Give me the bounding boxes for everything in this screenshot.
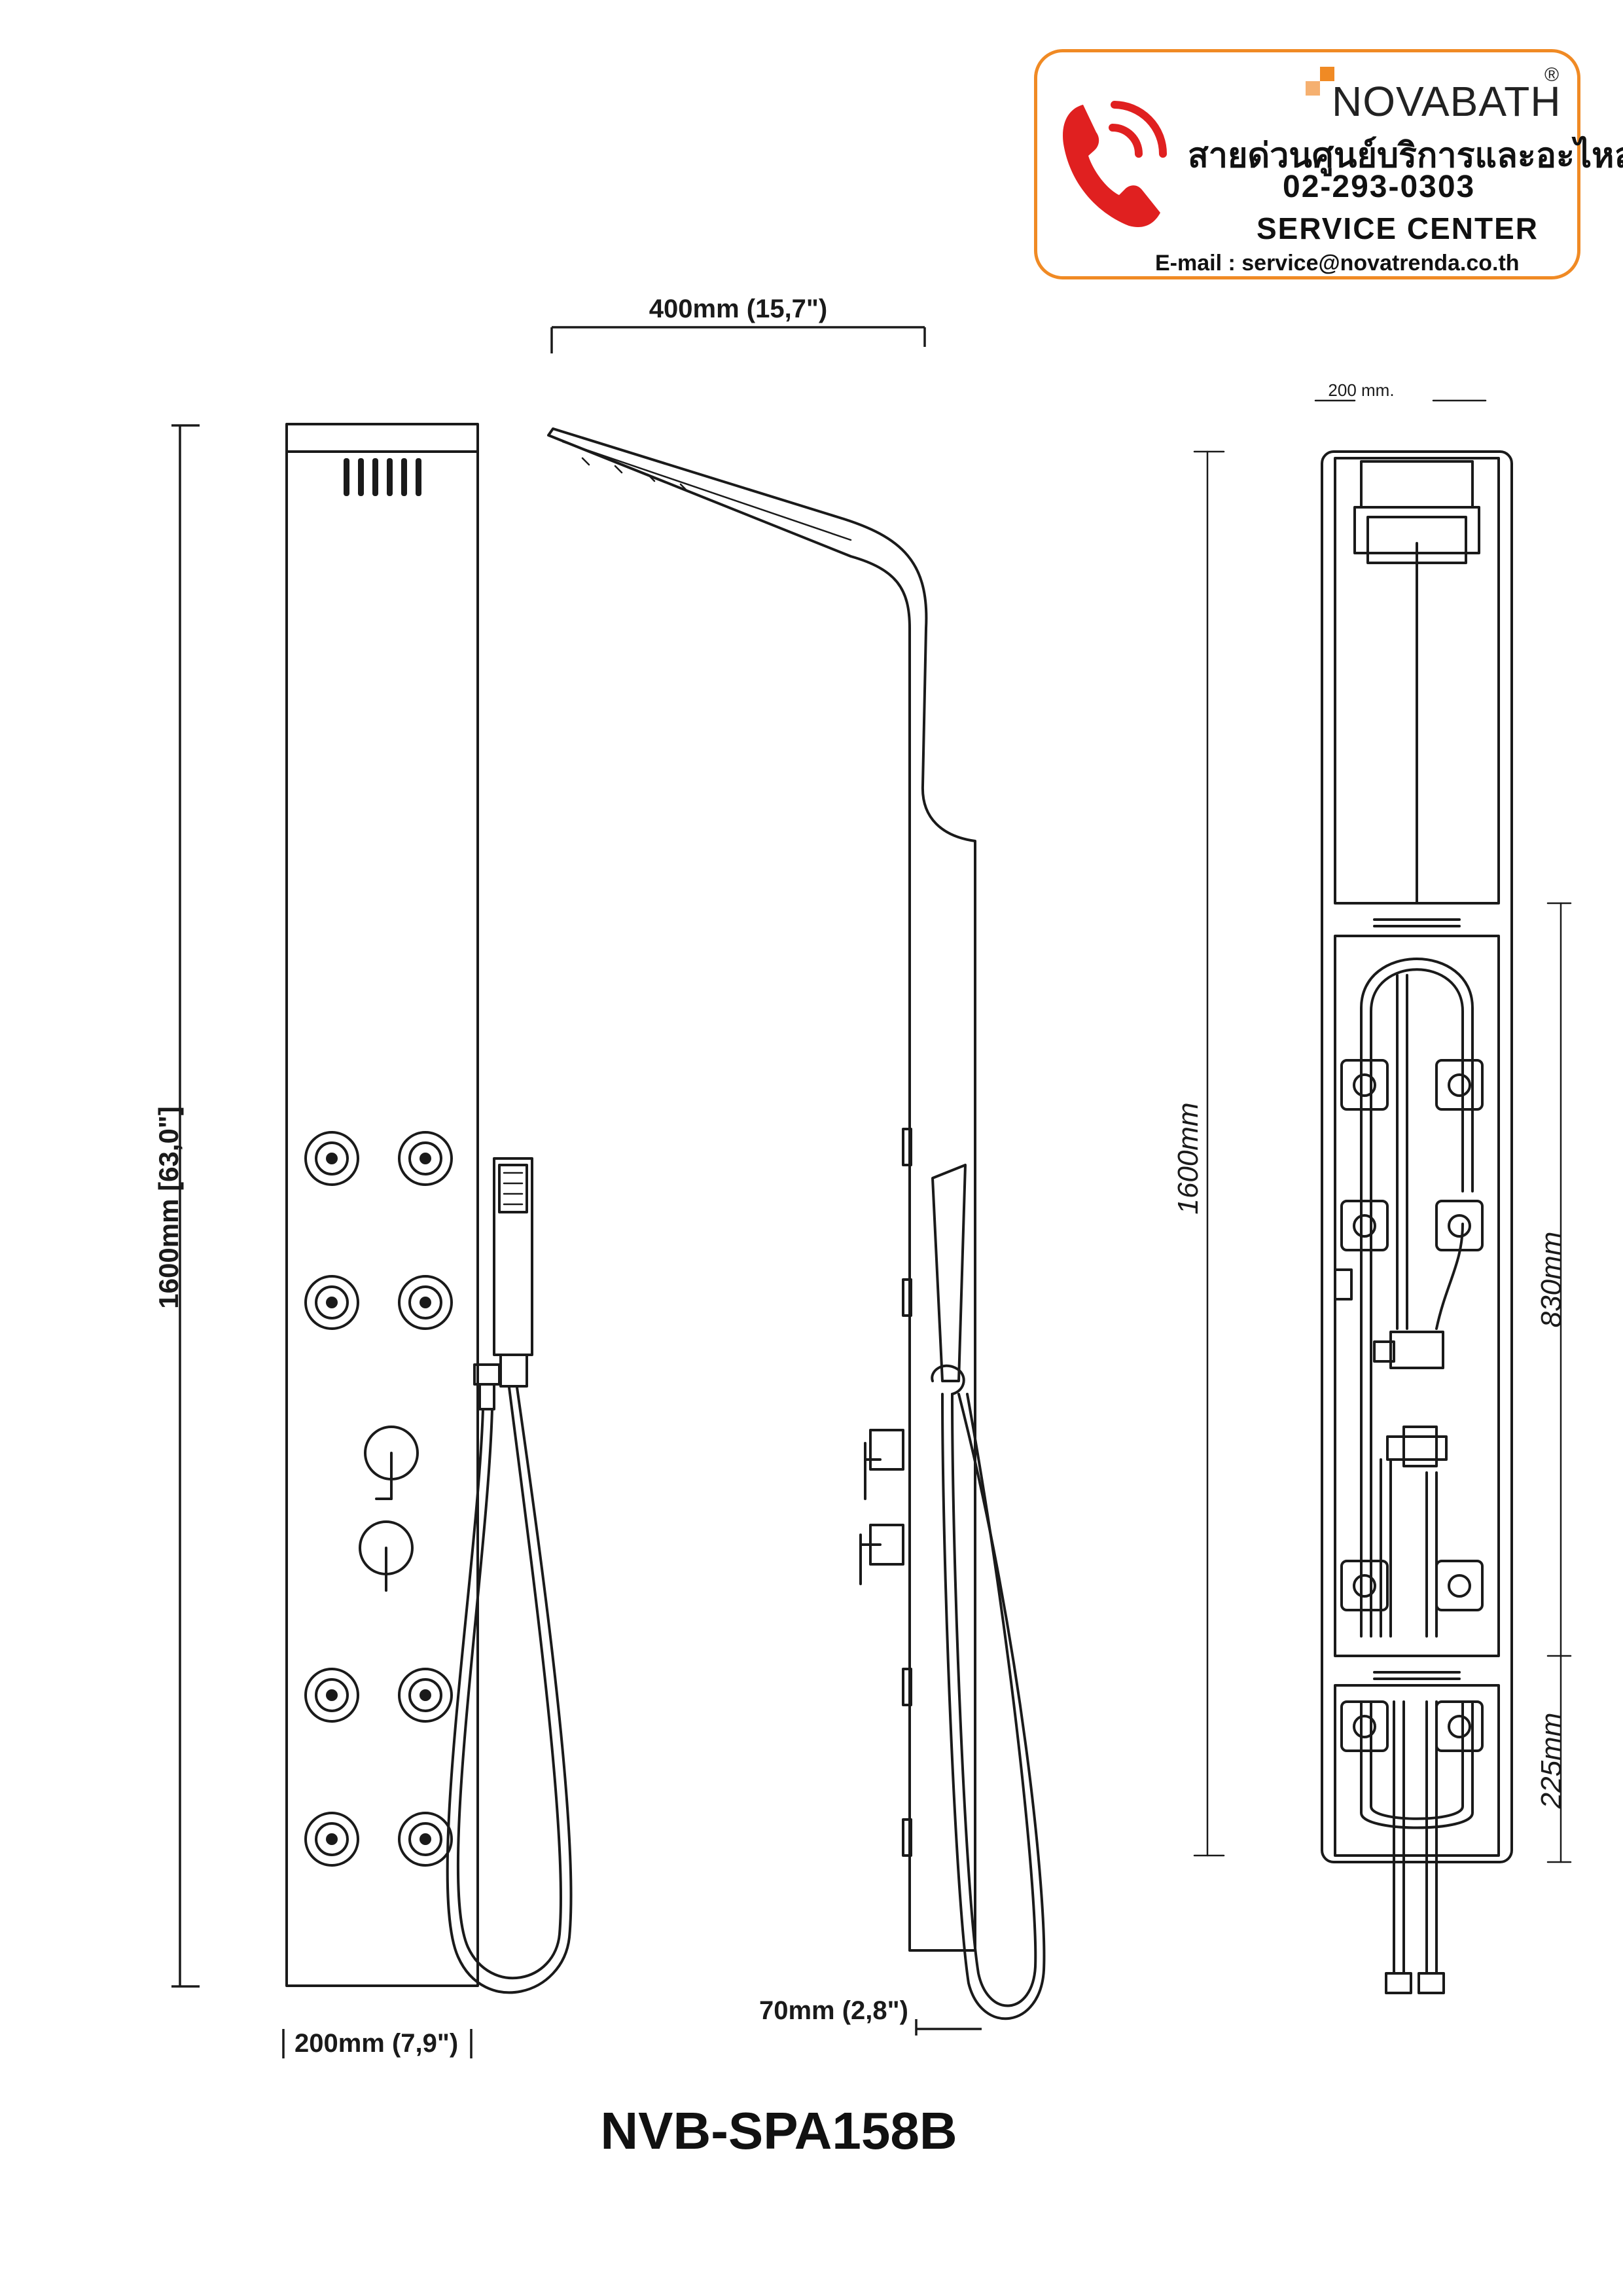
brand-mark-icon — [1306, 81, 1320, 96]
brand-name: NOVABATH — [1332, 78, 1561, 125]
model-number: NVB-SPA158B — [600, 2102, 957, 2160]
side-view: 400mm (15,7") 70mm (2,8") — [547, 295, 1046, 2036]
front-height-label: 1600mm [63,0"] — [153, 1106, 184, 1308]
email-address: E-mail : service@novatrenda.co.th — [1155, 251, 1520, 276]
rear-view: 200 mm. 1600mm 830mm 225mm — [1172, 380, 1572, 1994]
front-view: 1600mm [63,0"] — [153, 423, 573, 2058]
side-valve-icon — [859, 1429, 904, 1585]
registered-mark: ® — [1544, 64, 1560, 86]
middle-section-label: 830mm — [1535, 1232, 1567, 1328]
body-jet-icon — [304, 1131, 453, 1867]
rear-width-label: 200 mm. — [1328, 380, 1394, 400]
phone-ringing-icon — [1063, 101, 1167, 228]
bottom-section-label: 225mm — [1535, 1713, 1567, 1810]
phone-number: 02-293-0303 — [1283, 170, 1476, 204]
service-center-card: NOVABATH ® สายด่วนศูนย์บริการและอะไหล่ 0… — [1034, 49, 1623, 279]
top-vent-icon — [344, 458, 421, 496]
hand-shower-side-icon — [931, 1164, 1046, 2020]
front-width-label: 200mm (7,9") — [294, 2029, 458, 2058]
hotline-label-thai: สายด่วนศูนย์บริการและอะไหล่ — [1188, 137, 1623, 175]
rear-jet-block-icon — [1340, 1059, 1484, 1752]
overhead-width-label: 400mm (15,7") — [649, 295, 827, 323]
hand-shower-icon — [446, 1157, 573, 1994]
rear-height-label: 1600mm — [1172, 1102, 1204, 1214]
rear-valve-icon — [1334, 1268, 1448, 1467]
mixer-knob-icon — [359, 1426, 419, 1592]
depth-label: 70mm (2,8") — [759, 1996, 908, 2025]
service-center-label: SERVICE CENTER — [1257, 211, 1539, 245]
brand-mark-icon — [1320, 67, 1334, 81]
